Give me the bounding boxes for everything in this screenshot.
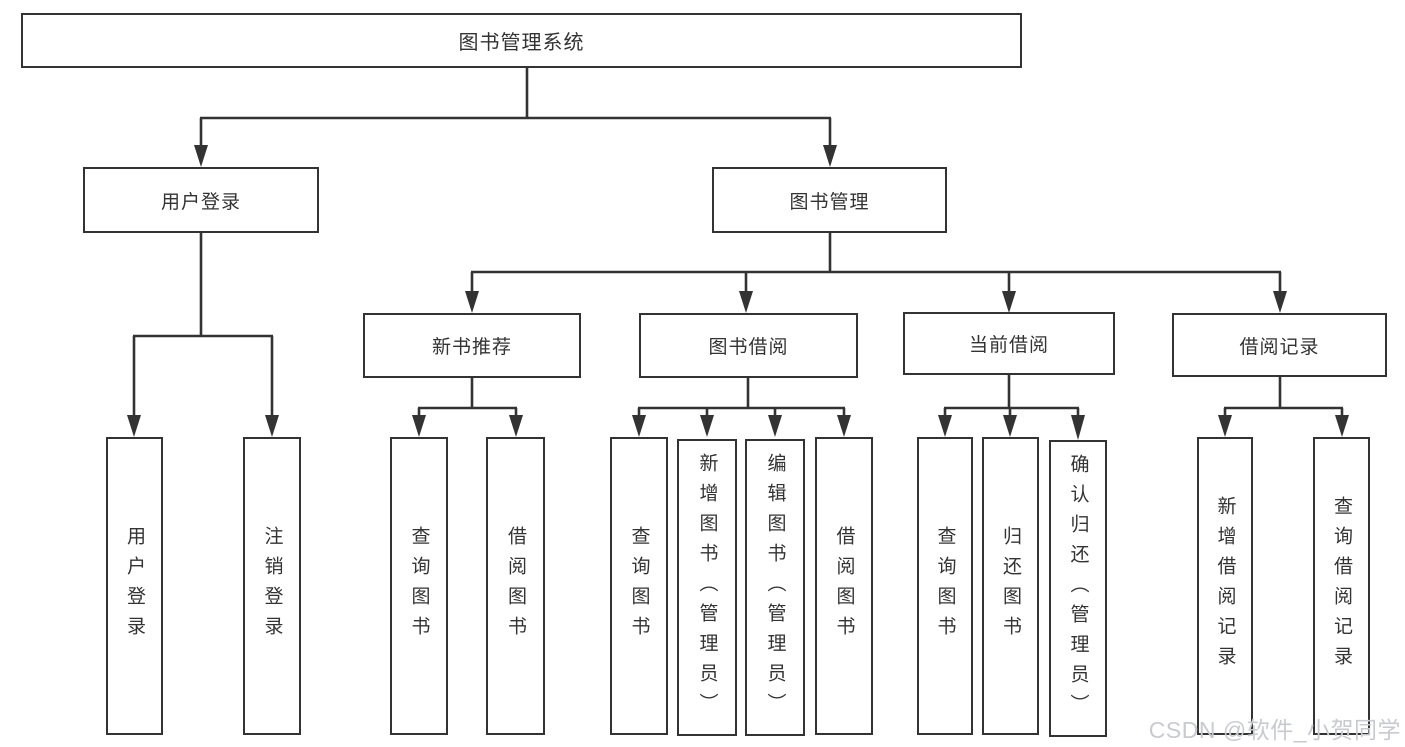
node-box-current-borrowing: 当前借阅: [903, 312, 1115, 375]
leaf-label-confirm-return-admin: 确认归还（管理员）: [1067, 453, 1089, 724]
leaf-box-query-borrow-record: 查询借阅记录: [1313, 437, 1370, 735]
connector-root-to-level2: [194, 68, 837, 167]
leaf-box-edit-book-admin: 编辑图书（管理员）: [745, 439, 805, 736]
leaf-label-add-book-admin: 新增图书（管理员）: [696, 452, 718, 723]
leaf-label-query-books-current: 查询图书: [934, 526, 956, 646]
leaf-box-query-books-borrowing: 查询图书: [610, 437, 668, 735]
leaf-box-user-login: 用户登录: [106, 437, 163, 735]
node-box-book-management: 图书管理: [712, 167, 947, 233]
connector-user-login-to-leaves: [127, 233, 279, 437]
leaf-box-borrow-books-borrowing: 借阅图书: [815, 437, 873, 735]
leaf-box-logout: 注销登录: [243, 437, 301, 735]
node-label-borrowing-records: 借阅记录: [1239, 336, 1320, 358]
node-box-user-login: 用户登录: [83, 167, 319, 233]
leaf-label-edit-book-admin: 编辑图书（管理员）: [764, 452, 786, 723]
leaf-label-user-login: 用户登录: [124, 526, 145, 646]
connector-borrowing-records-to-leaves: [1218, 377, 1349, 437]
connector-book-management-to-level3: [465, 233, 1287, 313]
leaf-label-query-books-borrowing: 查询图书: [628, 526, 650, 646]
connector-current-borrowing-to-leaves: [938, 375, 1085, 440]
node-box-new-book-recommend: 新书推荐: [363, 313, 581, 378]
node-box-book-borrowing: 图书借阅: [639, 313, 858, 378]
connector-new-book-recommend-to-leaves: [412, 378, 523, 437]
csdn-watermark: CSDN @软件_小贺同学: [1148, 717, 1401, 743]
leaf-box-confirm-return-admin: 确认归还（管理员）: [1049, 440, 1107, 737]
connector-book-borrowing-to-leaves: [632, 378, 851, 437]
leaf-label-borrow-books-borrowing: 借阅图书: [833, 526, 855, 646]
node-label-book-management: 图书管理: [789, 191, 870, 213]
node-label-current-borrowing: 当前借阅: [968, 335, 1049, 356]
leaf-label-add-borrow-record: 新增借阅记录: [1214, 496, 1236, 676]
leaf-label-return-book: 归还图书: [1000, 526, 1021, 646]
leaf-box-add-borrow-record: 新增借阅记录: [1197, 437, 1253, 735]
leaf-box-add-book-admin: 新增图书（管理员）: [677, 439, 737, 736]
leaf-box-borrow-books-recommend: 借阅图书: [486, 437, 545, 735]
leaf-label-borrow-books-recommend: 借阅图书: [505, 526, 526, 646]
node-label-user-login: 用户登录: [160, 191, 241, 213]
node-label-new-book-recommend: 新书推荐: [431, 337, 512, 358]
leaf-label-logout: 注销登录: [261, 526, 283, 646]
leaf-box-query-books-current: 查询图书: [917, 437, 973, 735]
node-box-root-library-system: 图书管理系统: [21, 13, 1022, 68]
node-label-root: 图书管理系统: [458, 32, 585, 54]
leaf-box-return-book: 归还图书: [982, 437, 1039, 735]
leaf-label-query-books-recommend: 查询图书: [408, 526, 430, 646]
node-label-book-borrowing: 图书借阅: [708, 337, 789, 358]
node-box-borrowing-records: 借阅记录: [1172, 313, 1387, 377]
leaf-label-query-borrow-record: 查询借阅记录: [1331, 496, 1352, 676]
leaf-box-query-books-recommend: 查询图书: [390, 437, 448, 735]
